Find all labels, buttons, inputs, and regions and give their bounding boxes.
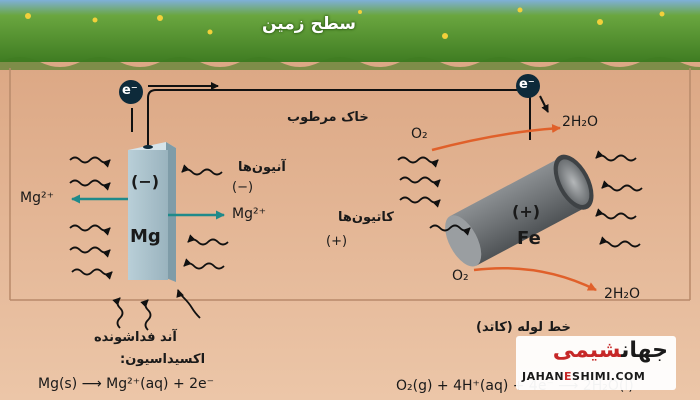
electron-left-label: e⁻ [122,83,138,98]
pipe-cathode [445,154,594,267]
watermark-url-part-c: SHIMI.COM [572,370,646,383]
pipeline-cathode-caption: خط لوله (کاتد) [476,320,571,335]
electron-right-circle [516,74,540,98]
watermark: جهانشیمی JAHANESHIMI.COM [516,336,676,390]
anode-metal-label: Mg [130,226,161,247]
anode-side-face [166,142,176,282]
ion-flow-arrows [69,150,643,331]
surface-title: سطح زمین [262,14,356,34]
watermark-logo: جهانشیمی [553,338,668,363]
mg-ion-right-label: Mg²⁺ [232,206,266,222]
oxygen-top-arrow [431,124,561,152]
mg-ion-left-label: Mg²⁺ [20,190,54,206]
watermark-url-part-b: E [564,370,573,383]
cathode-metal-label: Fe [517,228,541,249]
cathode-sign: (+) [512,202,541,221]
watermark-logo-part-b: شیمی [552,338,622,363]
electron-right-arrow [539,95,549,113]
cations-label: کاتیون‌ها [338,210,394,225]
watermark-url: JAHANESHIMI.COM [522,370,645,383]
water-bottom-label: 2H₂O [604,286,641,302]
electron-left-circle [119,80,143,104]
oxygen-bottom-label: O₂ [452,268,469,284]
flower-decor [25,7,665,39]
water-top-label: 2H₂O [562,114,599,130]
watermark-logo-part-a: جهان [621,338,668,363]
anions-label: آنیون‌ها [238,160,286,175]
cations-sign: (+) [326,234,348,249]
watermark-url-part-a: JAHAN [522,370,565,383]
oxygen-bottom-arrow [473,267,597,292]
sacrificial-anode-caption: آند فداشونده [94,330,177,345]
electron-right-label: e⁻ [519,77,535,92]
moist-soil-label: خاک مرطوب [287,110,369,125]
oxidation-equation: Mg(s) ⟶ Mg²⁺(aq) + 2e⁻ [38,376,215,392]
anode-sign: (−) [131,172,160,191]
grass-strip [0,0,700,62]
anode-terminal [143,145,153,149]
anode-front-face [128,150,168,280]
oxidation-label: اکسیداسیون: [120,352,206,367]
anions-sign: (−) [232,180,254,195]
oxygen-top-label: O₂ [411,126,428,142]
